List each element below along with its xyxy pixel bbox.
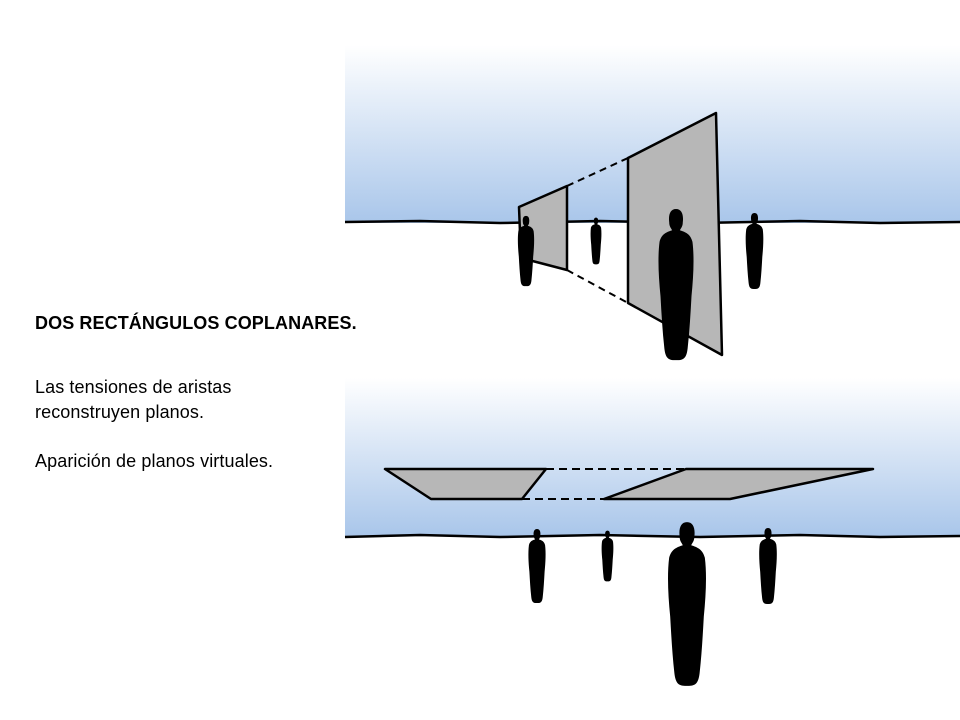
bottom-sky <box>345 378 960 536</box>
bottom-horizon-line <box>344 533 960 539</box>
bottom-right-plane <box>602 467 875 501</box>
slide-title: DOS RECTÁNGULOS COPLANARES. <box>35 313 357 333</box>
bottom-scene <box>344 378 960 686</box>
description-text: Las tensiones de aristas reconstruyen pl… <box>35 377 232 422</box>
top-person-small <box>590 217 602 265</box>
bottom-person-small <box>601 530 614 582</box>
top-dashed-edge-lower <box>566 269 629 304</box>
bottom-person-left <box>528 528 546 604</box>
description-text-secondary: Aparición de planos virtuales. <box>35 451 274 471</box>
top-scene <box>344 45 960 361</box>
bottom-person-large <box>668 522 706 686</box>
top-person-right <box>745 212 764 290</box>
bottom-person-right <box>759 527 777 605</box>
